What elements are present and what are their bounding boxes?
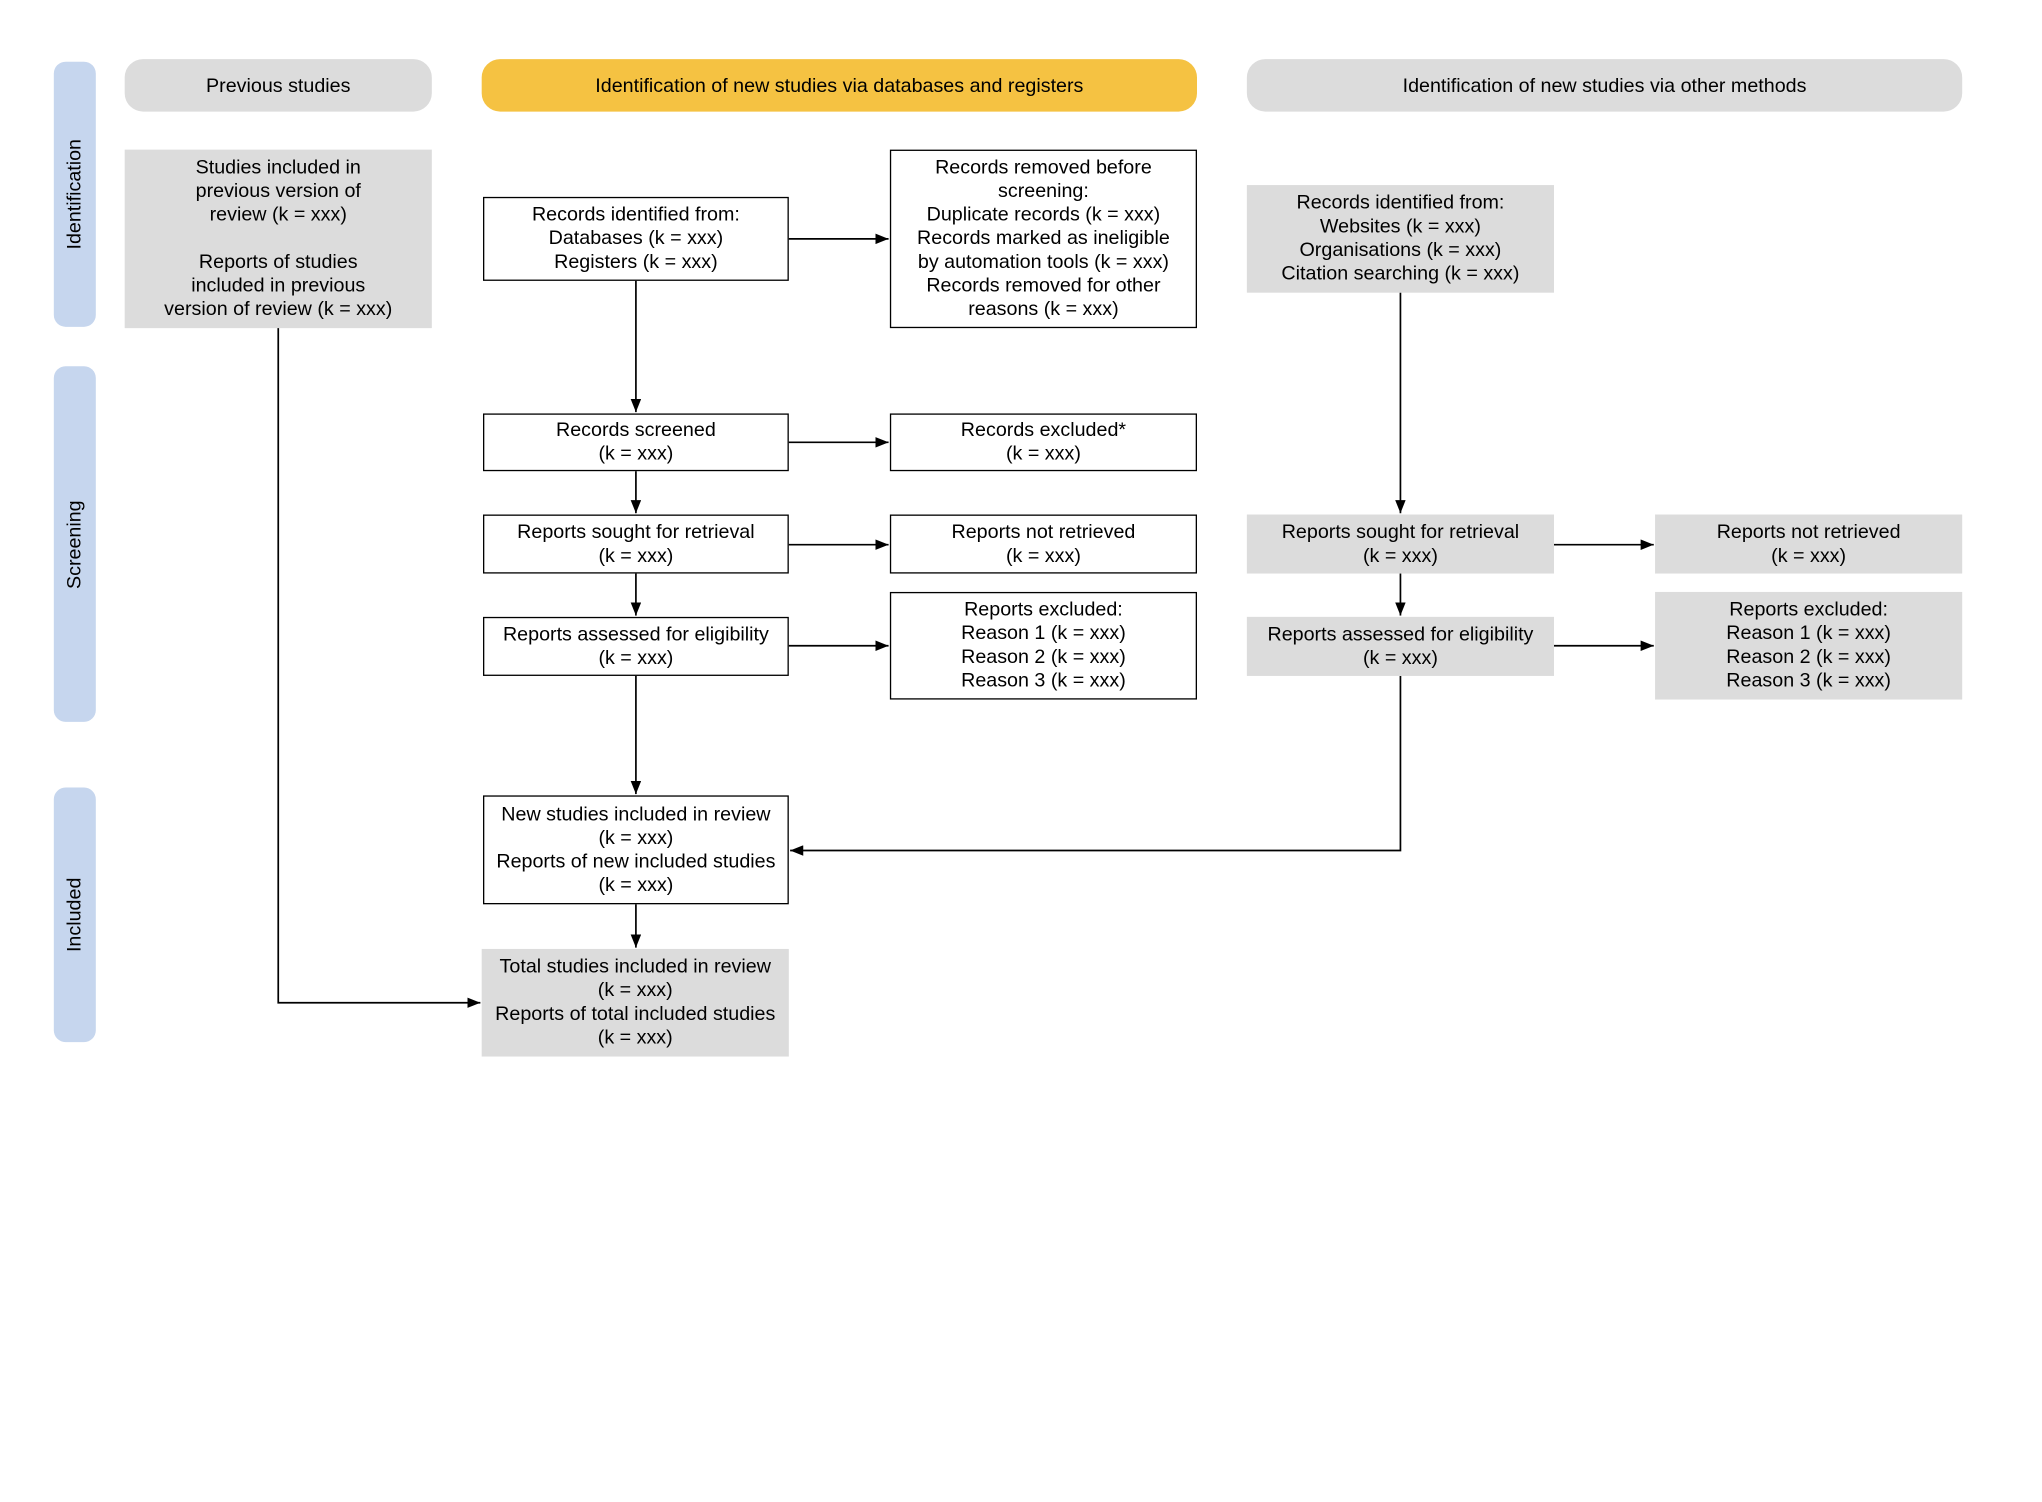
previous-line-2: previous version of (195, 179, 361, 203)
db-identified-line-2: Databases (k = xxx) (548, 227, 724, 250)
db-new-included-line-3: Reports of new included studies (496, 849, 776, 873)
other-identified-line-4: Citation searching (k = xxx) (1281, 262, 1520, 285)
db-records-identified-box: Records identified from: Databases (k = … (483, 196, 789, 281)
db-not-retrieved-line-2: (k = xxx) (1005, 544, 1081, 567)
total-included-line-4: (k = xxx) (597, 1026, 673, 1049)
phase-identification: Identification (53, 61, 96, 327)
db-sought-line-2: (k = xxx) (598, 544, 674, 567)
other-assessed-line-1: Reports assessed for eligibility (1267, 622, 1534, 646)
header-other-methods-label: Identification of new studies via other … (1402, 74, 1807, 97)
other-sought-line-2: (k = xxx) (1362, 544, 1438, 567)
db-assessed-line-1: Reports assessed for eligibility (502, 622, 769, 646)
connector-layer (277, 233, 1654, 1008)
db-removed-line-5: by automation tools (k = xxx) (917, 250, 1170, 273)
db-assessed-line-2: (k = xxx) (598, 646, 674, 669)
previous-studies-box: Studies included in previous version of … (124, 149, 432, 329)
other-sought-line-1: Reports sought for retrieval (1281, 520, 1520, 543)
db-removed-line-4: Records marked as ineligible (917, 227, 1170, 250)
other-reports-excluded-line-1: Reports excluded: (1729, 598, 1888, 621)
db-reports-not-retrieved-box: Reports not retrieved (k = xxx) (889, 514, 1197, 574)
other-reports-excluded-line-4: Reason 3 (k = xxx) (1726, 669, 1891, 692)
db-new-studies-included-box: New studies included in review (k = xxx)… (483, 795, 789, 905)
db-new-included-line-2: (k = xxx) (598, 826, 674, 849)
other-reports-excluded-line-3: Reason 2 (k = xxx) (1726, 645, 1891, 669)
arrow-previous-to-total (277, 328, 481, 1008)
db-removed-line-6: Records removed for other (926, 274, 1161, 297)
db-screened-line-1: Records screened (556, 418, 716, 441)
other-not-retrieved-line-1: Reports not retrieved (1716, 520, 1901, 543)
db-identified-line-1: Records identified from: (531, 203, 740, 226)
previous-line-1: Studies included in (195, 156, 361, 179)
db-reports-sought-box: Reports sought for retrieval (k = xxx) (483, 514, 789, 574)
other-assessed-line-2: (k = xxx) (1362, 646, 1438, 669)
previous-line-6: included in previous (191, 274, 366, 297)
db-new-included-line-4: (k = xxx) (598, 873, 674, 896)
total-included-line-1: Total studies included in review (499, 955, 771, 978)
header-other-methods: Identification of new studies via other … (1246, 59, 1963, 112)
other-reports-assessed-box: Reports assessed for eligibility (k = xx… (1246, 616, 1554, 676)
db-records-screened-box: Records screened (k = xxx) (483, 413, 789, 472)
db-new-included-line-1: New studies included in review (501, 802, 771, 825)
other-reports-sought-box: Reports sought for retrieval (k = xxx) (1246, 514, 1554, 574)
db-reports-excluded-line-3: Reason 2 (k = xxx) (961, 645, 1126, 669)
previous-line-3: review (k = xxx) (209, 203, 347, 226)
total-included-line-3: Reports of total included studies (495, 1002, 776, 1026)
db-identified-line-3: Registers (k = xxx) (554, 250, 718, 273)
db-records-removed-box: Records removed before screening: Duplic… (889, 149, 1197, 329)
other-reports-not-retrieved-box: Reports not retrieved (k = xxx) (1655, 514, 1963, 574)
db-reports-assessed-box: Reports assessed for eligibility (k = xx… (483, 616, 789, 676)
db-reports-excluded-line-2: Reason 1 (k = xxx) (961, 622, 1126, 645)
other-records-identified-box: Records identified from: Websites (k = x… (1246, 185, 1554, 293)
other-identified-line-1: Records identified from: (1296, 191, 1505, 214)
other-reports-excluded-box: Reports excluded: Reason 1 (k = xxx) Rea… (1655, 591, 1963, 700)
db-reports-excluded-box: Reports excluded: Reason 1 (k = xxx) Rea… (889, 591, 1197, 700)
db-not-retrieved-line-1: Reports not retrieved (951, 520, 1136, 543)
phase-screening: Screening (53, 366, 96, 722)
header-previous-studies: Previous studies (124, 59, 432, 112)
db-records-excluded-box: Records excluded* (k = xxx) (889, 413, 1197, 472)
db-removed-line-2: screening: (998, 179, 1089, 203)
total-included-line-2: (k = xxx) (597, 979, 673, 1002)
header-previous-studies-label: Previous studies (206, 74, 351, 97)
phase-included: Included (53, 787, 96, 1043)
db-reports-excluded-line-1: Reports excluded: (964, 598, 1123, 621)
db-screened-line-2: (k = xxx) (598, 442, 674, 465)
other-not-retrieved-line-2: (k = xxx) (1771, 544, 1847, 567)
header-databases-registers: Identification of new studies via databa… (481, 59, 1197, 112)
db-removed-line-1: Records removed before (935, 156, 1152, 179)
db-reports-excluded-line-4: Reason 3 (k = xxx) (961, 669, 1126, 692)
db-excluded-line-2: (k = xxx) (1005, 442, 1081, 465)
previous-line-7: version of review (k = xxx) (164, 297, 393, 321)
db-removed-line-7: reasons (k = xxx) (968, 297, 1119, 321)
other-reports-excluded-line-2: Reason 1 (k = xxx) (1726, 622, 1891, 645)
header-databases-registers-label: Identification of new studies via databa… (595, 74, 1084, 97)
previous-line-5: Reports of studies (198, 250, 358, 273)
db-excluded-line-1: Records excluded* (960, 418, 1127, 441)
db-removed-line-3: Duplicate records (k = xxx) (926, 203, 1161, 226)
total-studies-included-box: Total studies included in review (k = xx… (481, 948, 789, 1057)
other-identified-line-3: Organisations (k = xxx) (1299, 238, 1502, 262)
other-identified-line-2: Websites (k = xxx) (1319, 215, 1481, 238)
db-sought-line-1: Reports sought for retrieval (517, 520, 755, 543)
arrow-other-assessed-to-new-included (790, 675, 1402, 856)
